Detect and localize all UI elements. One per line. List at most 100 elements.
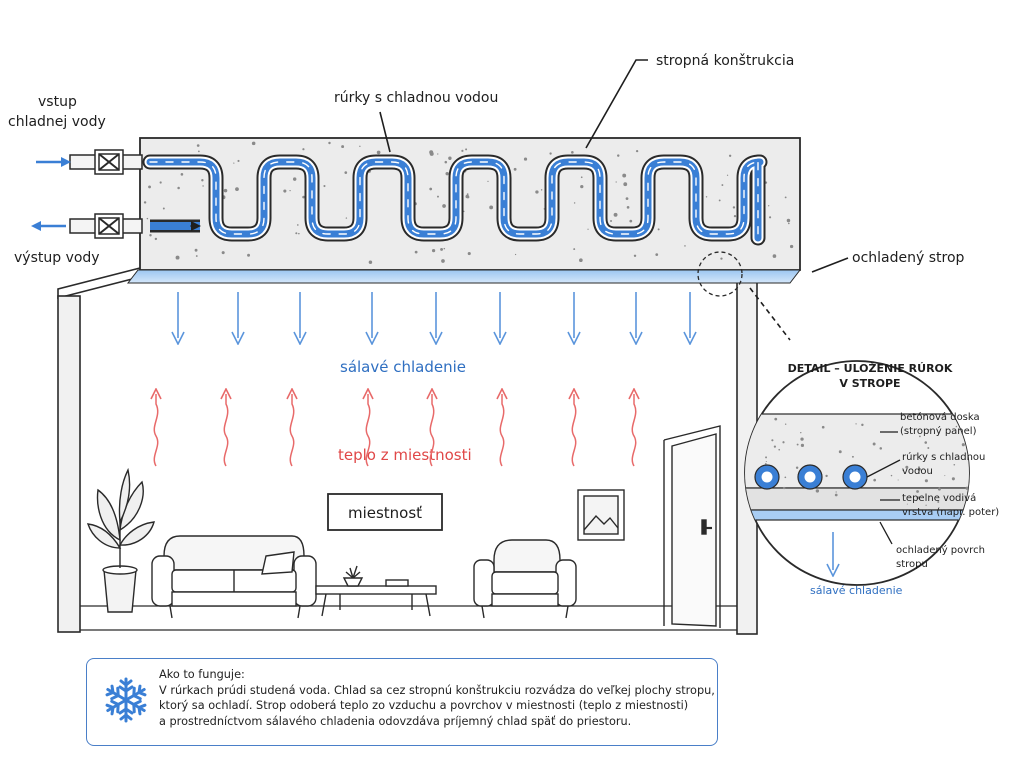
concrete-speckle bbox=[513, 167, 517, 171]
detail-speckle bbox=[928, 429, 930, 431]
detail-speckle bbox=[774, 417, 778, 421]
info-line-2: ktorý sa ochladí. Strop odoberá teplo zo… bbox=[159, 699, 689, 712]
detail-speckle bbox=[902, 469, 904, 471]
concrete-speckle bbox=[180, 173, 184, 176]
concrete-speckle bbox=[772, 254, 777, 258]
concrete-speckle bbox=[579, 258, 583, 263]
concrete-speckle bbox=[733, 214, 737, 218]
left-wall bbox=[57, 295, 81, 633]
concrete-speckle bbox=[571, 151, 574, 154]
concrete-speckle bbox=[623, 182, 628, 187]
concrete-speckle bbox=[437, 153, 439, 155]
concrete-speckle bbox=[198, 150, 200, 153]
heat-arrow bbox=[154, 394, 157, 467]
detail-speckle bbox=[906, 503, 908, 505]
label-outlet: výstup vody bbox=[14, 250, 100, 266]
detail-cooled-surface bbox=[745, 509, 969, 521]
detail-speckle bbox=[925, 504, 927, 506]
concrete-speckle bbox=[429, 150, 434, 155]
concrete-speckle bbox=[302, 148, 305, 151]
detail-speckle bbox=[890, 474, 893, 477]
heat-arrow bbox=[366, 394, 369, 467]
concrete-speckle bbox=[721, 184, 724, 186]
cooled-ceiling-surface bbox=[126, 269, 802, 284]
concrete-speckle bbox=[344, 171, 348, 174]
detail-speckle bbox=[879, 447, 883, 450]
label-pipes: rúrky s chladnou vodou bbox=[334, 90, 498, 106]
detail-speckle bbox=[851, 455, 854, 458]
detail-speckle bbox=[825, 474, 828, 478]
concrete-speckle bbox=[154, 237, 158, 241]
detail-speckle bbox=[765, 456, 768, 459]
concrete-speckle bbox=[289, 189, 291, 192]
detail-speckle bbox=[944, 475, 946, 477]
concrete-speckle bbox=[162, 207, 165, 210]
concrete-speckle bbox=[148, 185, 151, 189]
concrete-speckle bbox=[487, 180, 489, 183]
detail-label-slab-1: betónová doska bbox=[900, 411, 980, 423]
detail-label-surface-1: ochladený povrch bbox=[896, 544, 985, 556]
detail-pipe-icons bbox=[754, 464, 868, 490]
concrete-speckle bbox=[629, 219, 633, 223]
detail-speckle bbox=[778, 448, 781, 451]
detail-callout-circle bbox=[697, 251, 743, 297]
concrete-speckle bbox=[573, 248, 576, 251]
concrete-speckle bbox=[610, 220, 612, 222]
detail-speckle bbox=[872, 442, 876, 446]
concrete-speckle bbox=[223, 188, 228, 193]
detail-speckle bbox=[834, 493, 838, 497]
detail-speckle bbox=[873, 478, 876, 482]
concrete-speckle bbox=[617, 154, 620, 157]
concrete-speckle bbox=[789, 244, 794, 249]
concrete-speckle bbox=[440, 247, 443, 251]
detail-speckle bbox=[937, 500, 940, 503]
room-label-box: miestnosť bbox=[327, 493, 443, 531]
plant-icon bbox=[86, 467, 155, 613]
concrete-speckle bbox=[580, 184, 584, 189]
detail-label-pipes-2: vodou bbox=[902, 466, 933, 477]
heat-arrow bbox=[572, 394, 575, 467]
armchair-icon bbox=[473, 539, 577, 619]
label-room-heat: teplo z miestnosti bbox=[338, 446, 472, 464]
concrete-speckle bbox=[292, 177, 297, 181]
concrete-speckle bbox=[549, 152, 552, 155]
detail-label-pipes-1: rúrky s chladnou bbox=[902, 451, 985, 463]
heat-arrow bbox=[500, 394, 503, 467]
detail-speckle bbox=[897, 479, 899, 481]
furniture bbox=[86, 425, 721, 628]
detail-speckle bbox=[855, 423, 857, 425]
label-inlet-line2: chladnej vody bbox=[8, 114, 106, 130]
detail-speckle bbox=[927, 447, 930, 449]
concrete-speckle bbox=[613, 212, 618, 217]
detail-speckle bbox=[838, 450, 842, 454]
detail-speckle bbox=[800, 443, 805, 448]
concrete-speckle bbox=[784, 196, 787, 199]
concrete-speckle bbox=[442, 204, 446, 208]
concrete-speckle bbox=[146, 217, 149, 220]
concrete-speckle bbox=[196, 144, 200, 147]
outlet-valve-icon bbox=[94, 213, 124, 239]
concrete-speckle bbox=[787, 222, 790, 225]
heat-arrow bbox=[430, 394, 433, 467]
detail-label-slab-2: (stropný panel) bbox=[900, 425, 977, 437]
concrete-speckle bbox=[625, 197, 629, 201]
heat-arrow bbox=[290, 394, 293, 467]
detail-label-layer-2: vrstva (napr. poter) bbox=[902, 507, 999, 518]
info-heading: Ako to funguje: bbox=[159, 668, 245, 681]
detail-label-radiant: sálavé chladenie bbox=[810, 584, 903, 597]
concrete-speckle bbox=[587, 228, 589, 230]
detail-speckle bbox=[765, 461, 767, 463]
concrete-speckle bbox=[323, 184, 326, 188]
concrete-speckle bbox=[175, 255, 180, 260]
label-room: miestnosť bbox=[348, 504, 422, 522]
concrete-speckle bbox=[732, 206, 736, 209]
concrete-speckle bbox=[194, 248, 198, 252]
concrete-speckle bbox=[705, 196, 708, 198]
concrete-speckle bbox=[786, 218, 791, 223]
concrete-speckle bbox=[523, 157, 528, 161]
detail-speckle bbox=[924, 441, 928, 444]
concrete-speckle bbox=[720, 257, 723, 260]
detail-speckle bbox=[953, 463, 956, 466]
detail-speckle bbox=[961, 443, 965, 447]
